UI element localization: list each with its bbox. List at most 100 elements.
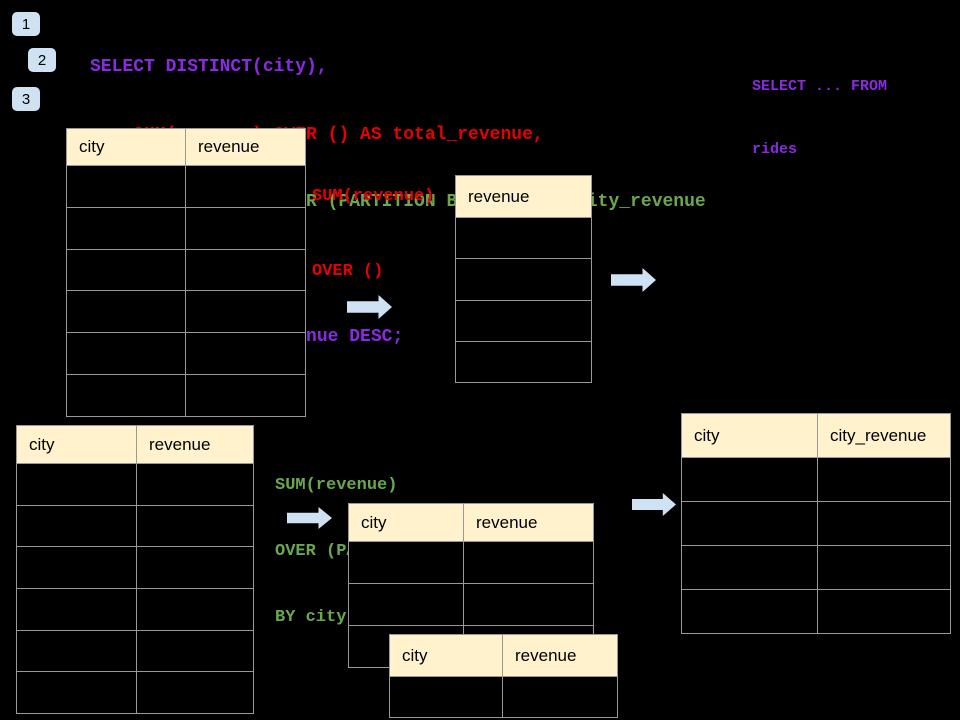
column-header-city-revenue: city_revenue (817, 413, 951, 458)
note-line: SELECT ... FROM (752, 78, 888, 95)
note-line: rides (752, 141, 798, 158)
column-header-revenue: revenue (136, 425, 254, 464)
empty-cell (136, 629, 254, 673)
table-row (681, 457, 951, 502)
empty-cell (455, 299, 592, 342)
step-badge-label: 1 (21, 15, 31, 33)
empty-cell (185, 332, 306, 375)
label-line: BY city) (275, 608, 357, 627)
table-row (455, 299, 592, 342)
empty-cell (136, 671, 254, 715)
header-row: city city_revenue (681, 413, 951, 458)
table-row (681, 501, 951, 546)
table-row (16, 546, 254, 590)
empty-cell (348, 583, 464, 626)
empty-cell (455, 258, 592, 301)
table-row (389, 676, 618, 718)
header-row: city revenue (348, 503, 594, 542)
empty-cell (16, 629, 137, 673)
label-line: SUM(revenue) (275, 476, 398, 495)
header-row: city revenue (66, 128, 306, 166)
total-revenue-table: revenue (455, 175, 592, 384)
empty-cell (681, 501, 818, 546)
table-row (16, 671, 254, 715)
empty-cell (185, 165, 306, 208)
table-row (681, 589, 951, 634)
empty-cell (66, 165, 186, 208)
table-row (681, 545, 951, 590)
table-row (16, 588, 254, 631)
empty-cell (16, 463, 137, 506)
step-badge-label: 2 (37, 51, 47, 69)
empty-cell (502, 676, 618, 718)
empty-cell (681, 545, 818, 590)
table-row (455, 258, 592, 301)
step-badge-3: 3 (12, 87, 40, 111)
table-row (66, 206, 306, 250)
empty-cell (66, 373, 186, 417)
header-row: revenue (455, 175, 592, 218)
table-row (16, 629, 254, 673)
step-badge-label: 3 (21, 90, 31, 108)
empty-cell (16, 588, 137, 631)
table-row (66, 290, 306, 334)
total-window-label: SUM(revenue) OVER () (312, 134, 434, 334)
column-header-city: city (348, 503, 464, 542)
empty-cell (817, 501, 951, 546)
column-header-revenue: revenue (463, 503, 594, 542)
table-row (455, 216, 592, 260)
empty-cell (463, 541, 594, 584)
empty-cell (817, 589, 951, 634)
table-row (66, 332, 306, 375)
empty-cell (455, 216, 592, 260)
column-header-city: city (66, 128, 186, 166)
column-header-revenue: revenue (502, 634, 618, 677)
empty-cell (455, 340, 592, 384)
table-row (16, 504, 254, 548)
column-header-city: city (16, 425, 137, 464)
arrow-right-icon (632, 493, 676, 516)
sql-shorthand-note: SELECT ... FROM rides (752, 34, 887, 202)
empty-cell (185, 206, 306, 250)
empty-cell (185, 373, 306, 417)
partition-table-b: city revenue (389, 634, 618, 718)
city-revenue-result-table: city city_revenue (681, 413, 951, 634)
empty-cell (16, 504, 137, 548)
step-badge-2: 2 (28, 48, 56, 72)
empty-cell (136, 588, 254, 631)
empty-cell (185, 248, 306, 292)
empty-cell (817, 545, 951, 590)
table-row (348, 583, 594, 626)
table-row (66, 248, 306, 292)
code-line: SELECT DISTINCT(city), (90, 57, 328, 77)
empty-cell (16, 546, 137, 590)
label-line: SUM(revenue) (312, 187, 435, 206)
empty-cell (185, 290, 306, 334)
empty-cell (681, 589, 818, 634)
empty-cell (817, 457, 951, 502)
column-header-revenue: revenue (455, 175, 592, 218)
empty-cell (16, 671, 137, 715)
empty-cell (66, 206, 186, 250)
empty-cell (136, 546, 254, 590)
table-row (66, 373, 306, 417)
column-header-city: city (389, 634, 503, 677)
empty-cell (136, 504, 254, 548)
empty-cell (681, 457, 818, 502)
empty-cell (66, 248, 186, 292)
table-row (16, 463, 254, 506)
label-line: OVER () (312, 262, 384, 281)
source-table-top: city revenue (66, 128, 306, 417)
step-badge-1: 1 (12, 12, 40, 36)
table-row (66, 165, 306, 208)
header-row: city revenue (389, 634, 618, 677)
empty-cell (389, 676, 503, 718)
table-row (455, 340, 592, 384)
empty-cell (66, 290, 186, 334)
header-row: city revenue (16, 425, 254, 464)
source-table-bottom: city revenue (16, 425, 254, 715)
column-header-revenue: revenue (185, 128, 306, 166)
empty-cell (136, 463, 254, 506)
column-header-city: city (681, 413, 818, 458)
empty-cell (66, 332, 186, 375)
